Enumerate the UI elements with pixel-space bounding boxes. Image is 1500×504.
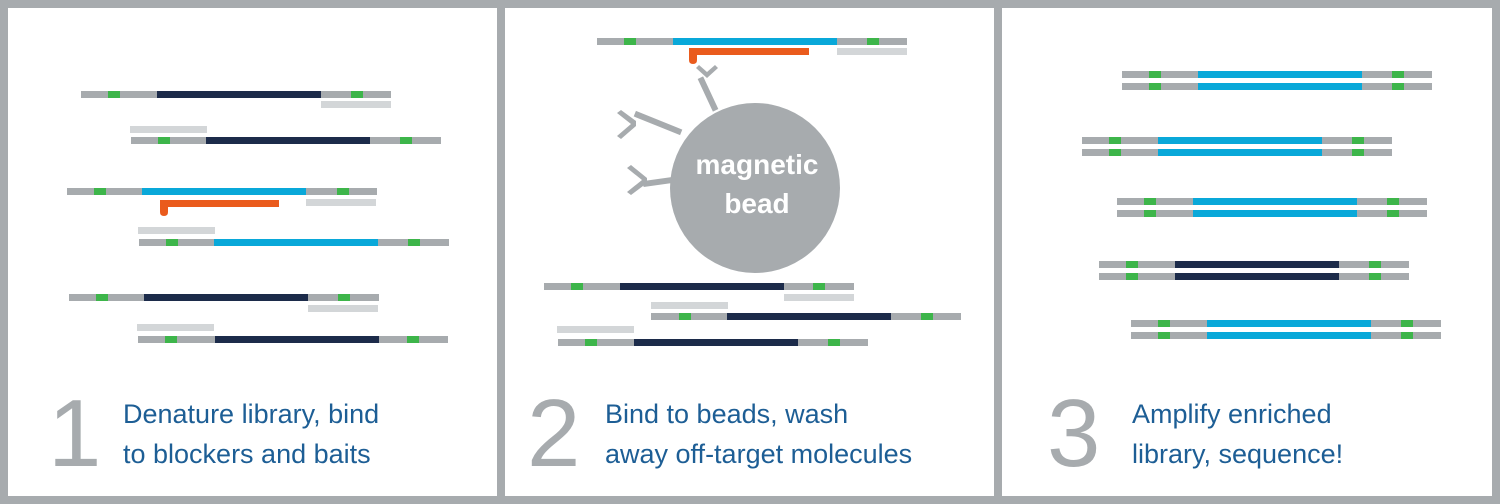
blocker-oligo (137, 324, 214, 331)
step-description-line: to blockers and baits (123, 439, 371, 469)
blocker-oligo (308, 305, 378, 312)
step-description-line: Amplify enriched (1132, 399, 1332, 429)
step-2-bead-capture-illustration: magnetic bead (544, 38, 961, 346)
step-description-line: library, sequence! (1132, 439, 1344, 469)
bead-label-line: magnetic (696, 149, 819, 180)
step-number: 1 (48, 380, 102, 487)
step-description: Amplify enriched library, sequence! (1132, 394, 1343, 474)
step-description: Denature library, bind to blockers and b… (123, 394, 379, 474)
step-number: 3 (1047, 380, 1101, 487)
step-1-panel: 1 Denature library, bind to blockers and… (8, 8, 497, 496)
off-target-strand (557, 326, 868, 346)
blocker-oligo (130, 126, 207, 133)
captured-target-strand (597, 38, 907, 64)
step-3-amplified-library-illustration (1082, 71, 1441, 339)
blocker-oligo (306, 199, 376, 206)
streptavidin-arm (617, 110, 683, 139)
step-description-line: Denature library, bind (123, 399, 380, 429)
double-strand-target (1131, 320, 1441, 339)
step-3-panel: 3 Amplify enriched library, sequence! (1002, 8, 1492, 496)
step-2-panel: magnetic bead 2 Bind to beads, wash (505, 8, 994, 496)
blocker-oligo (837, 48, 907, 55)
off-target-strand (651, 302, 961, 320)
double-strand-target (1122, 71, 1432, 90)
blocker-oligo (321, 101, 391, 108)
bead-label-line: bead (724, 188, 789, 219)
step-description: Bind to beads, wash away off-target mole… (605, 394, 912, 474)
step-description-line: Bind to beads, wash (605, 399, 849, 429)
double-strand-target (1117, 198, 1427, 217)
single-strand-target (138, 227, 449, 246)
double-strand-off-target (1099, 261, 1409, 280)
single-strand-off-target (81, 91, 391, 108)
blocker-oligo (651, 302, 728, 309)
blocker-oligo (784, 294, 854, 301)
blocker-oligo (138, 227, 215, 234)
single-strand-target (67, 188, 377, 216)
streptavidin-arm (696, 65, 719, 112)
biotinylated-bait (689, 48, 809, 64)
step-description-line: away off-target molecules (605, 439, 913, 469)
single-strand-off-target (69, 294, 379, 312)
single-strand-off-target (137, 324, 448, 343)
step-1-denatured-strands-illustration (67, 91, 449, 343)
biotinylated-bait (160, 200, 279, 216)
blocker-oligo (557, 326, 634, 333)
double-strand-target (1082, 137, 1392, 156)
single-strand-off-target (130, 126, 441, 144)
off-target-strand (544, 283, 854, 301)
step-number: 2 (527, 380, 581, 487)
magnetic-bead: magnetic bead (617, 65, 840, 273)
